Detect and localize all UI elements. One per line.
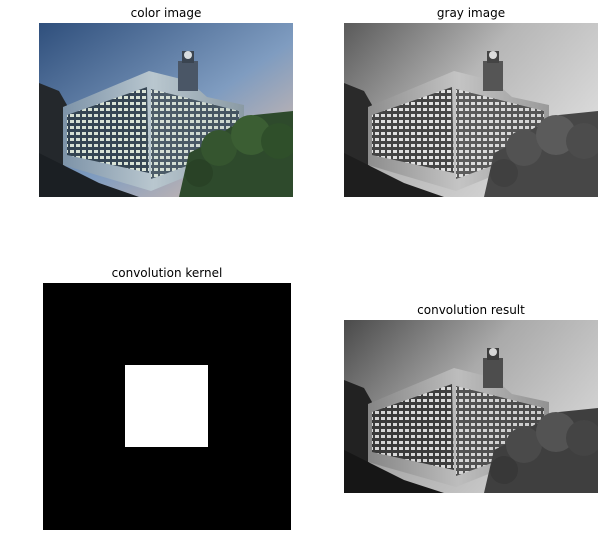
gray-image-title: gray image bbox=[436, 6, 506, 20]
convolution-kernel bbox=[43, 283, 291, 530]
convolution-result-title: convolution result bbox=[417, 303, 525, 317]
gray-image bbox=[344, 23, 598, 197]
convolution-kernel-title: convolution kernel bbox=[111, 266, 223, 280]
color-image-title: color image bbox=[130, 6, 202, 20]
convolution-result bbox=[344, 320, 598, 493]
color-image bbox=[39, 23, 293, 197]
